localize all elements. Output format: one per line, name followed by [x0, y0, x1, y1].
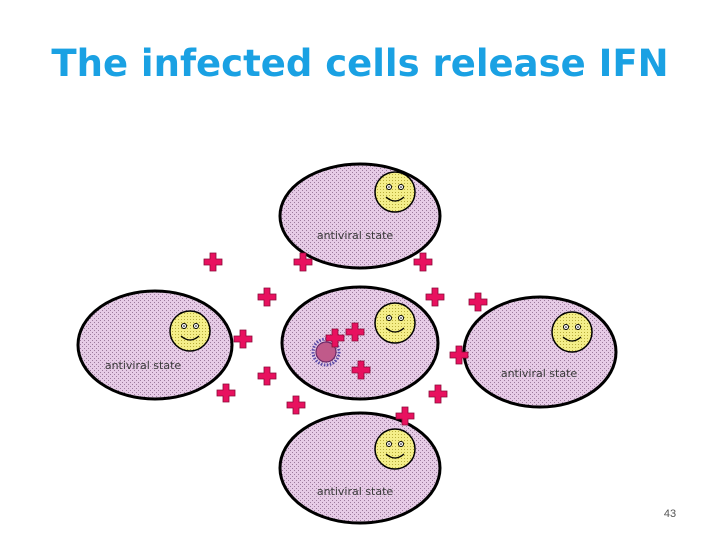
ifn-molecule-icon [216, 383, 236, 403]
state-label-right: antiviral state [501, 367, 578, 380]
cell-center-infected [280, 285, 440, 401]
nucleus-icon [551, 311, 593, 353]
cell-bottom: antiviral state [278, 411, 442, 525]
ifn-molecule-icon [413, 252, 433, 272]
ifn-molecule-icon [257, 366, 277, 386]
nucleus-icon [374, 302, 416, 344]
state-label-left: antiviral state [105, 359, 182, 372]
slide-title: The infected cells release IFN [51, 42, 669, 85]
page-number: 43 [663, 508, 677, 520]
nucleus-icon [169, 310, 211, 352]
cell-left: antiviral state [76, 289, 234, 401]
ifn-molecule-icon [468, 292, 488, 312]
nucleus-icon [374, 428, 416, 470]
cell-right: antiviral state [462, 295, 618, 409]
ifn-molecule-icon [203, 252, 223, 272]
ifn-molecule-icon [286, 395, 306, 415]
state-label-top: antiviral state [317, 229, 394, 242]
ifn-molecule-icon [428, 384, 448, 404]
ifn-molecule-icon [257, 287, 277, 307]
ifn-molecule-icon [425, 287, 445, 307]
state-label-bottom: antiviral state [317, 485, 394, 498]
ifn-molecule-icon [233, 329, 253, 349]
cell-top: antiviral state [278, 162, 442, 270]
nucleus-icon [374, 171, 416, 213]
